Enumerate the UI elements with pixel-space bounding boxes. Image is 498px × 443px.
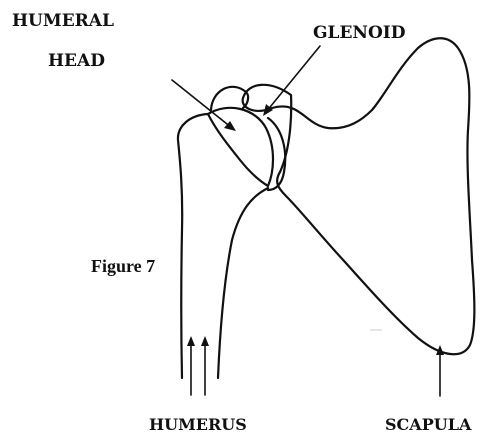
scapula-label: SCAPULA (385, 415, 472, 434)
glenoid-leader (266, 46, 320, 112)
humeral-head-label-line2: HEAD (48, 51, 105, 71)
humerus-arrowhead-right (201, 336, 209, 346)
figure-caption: Figure 7 (91, 256, 155, 276)
humeral-head-label-line1: HUMERAL (12, 11, 114, 31)
humeral-head-leader (172, 80, 232, 128)
glenoid-label: GLENOID (313, 23, 406, 43)
humeral-head-outline (208, 108, 273, 186)
humerus-arrowhead-left (187, 336, 195, 346)
humerus-label: HUMERUS (149, 415, 247, 434)
scapula-outline (243, 38, 475, 354)
